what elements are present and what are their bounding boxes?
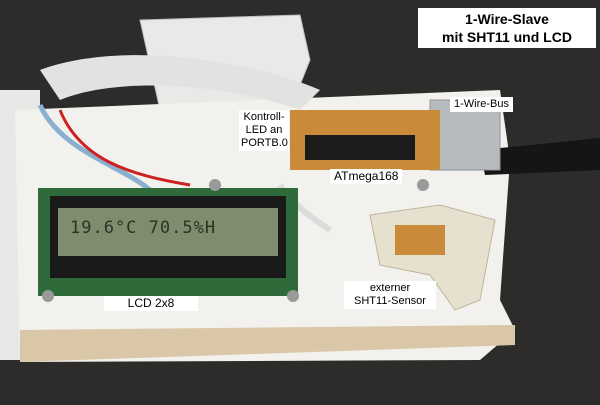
lcd-readout: 19.6°C 70.5%H: [70, 218, 217, 238]
label-1-wire-bus: 1-Wire-Bus: [450, 97, 514, 112]
label-sht11-sensor: externer SHT11-Sensor: [344, 281, 436, 309]
screw-bottom-right: [287, 290, 299, 302]
label-atmega168: ATmega168: [330, 169, 403, 184]
label-sht11-sensor-line-1: externer: [369, 282, 411, 294]
label-control-led-line-1: Kontroll-: [243, 111, 285, 123]
ribbon-cable: [40, 55, 320, 110]
label-control-led-line-3: PORTB.0: [241, 137, 288, 149]
board-edge: [20, 325, 515, 362]
label-control-led-line-2: LED an: [245, 124, 283, 136]
blue-wire: [37, 103, 152, 192]
label-control-led: Kontroll- LED an PORTB.0: [239, 110, 289, 151]
label-lcd-2x8: LCD 2x8: [104, 296, 198, 311]
image-title: 1-Wire-Slave mit SHT11 und LCD: [418, 8, 596, 48]
screw-top-right: [417, 179, 429, 191]
lcd-screen: [58, 208, 278, 256]
title-line-1: 1-Wire-Slave: [465, 11, 549, 27]
red-wire: [58, 109, 191, 187]
screw-bottom-left: [42, 290, 54, 302]
label-sht11-sensor-line-2: SHT11-Sensor: [354, 295, 426, 307]
sensor-pcb: [395, 225, 445, 255]
title-line-2: mit SHT11 und LCD: [442, 29, 572, 45]
mcu-chip: [305, 135, 415, 160]
screw-top-middle: [209, 179, 221, 191]
bus-cable: [480, 138, 600, 175]
